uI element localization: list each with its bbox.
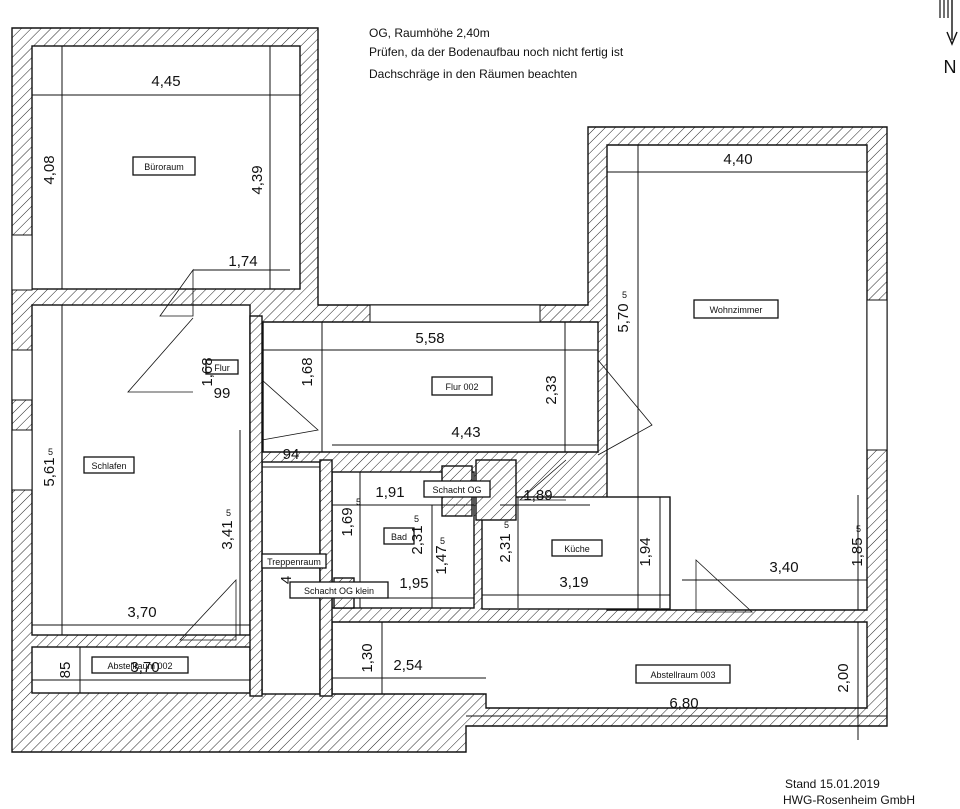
dim-wohn-lower-width: 3,40 <box>769 559 798 576</box>
dim-schlafen-height-right: 3,41 <box>219 520 236 549</box>
superscript: 5 <box>48 447 53 457</box>
dim-abst002-height: 85 <box>57 662 74 679</box>
label-box <box>551 539 603 557</box>
dimension-lines <box>32 46 887 740</box>
north-letter: N <box>944 57 957 77</box>
dim-kueche-left: 2,31 <box>497 533 514 562</box>
label-box <box>289 581 389 599</box>
window <box>11 234 33 291</box>
label-box <box>693 299 779 319</box>
label-bad: Bad <box>391 532 407 542</box>
note-line-3: Dachschräge in den Räumen beachten <box>369 67 578 81</box>
dim-wohn-height: 5,70 <box>615 303 632 332</box>
note-line-2: Prüfen, da der Bodenaufbau noch nicht fe… <box>369 45 624 59</box>
label-schacht-og: Schacht OG <box>432 485 481 495</box>
dim-treppe-width: 94 <box>283 446 300 463</box>
north-arrow-icon <box>939 0 958 46</box>
superscript: 5 <box>226 508 231 518</box>
dim-flur-width: 1,74 <box>228 253 257 270</box>
window <box>11 349 33 401</box>
label-treppenraum: Treppenraum <box>267 557 321 567</box>
superscript: 5 <box>414 514 419 524</box>
stamp-company: HWG-Rosenheim GmbH <box>783 793 916 807</box>
label-wohnzimmer: Wohnzimmer <box>710 305 763 315</box>
label-box <box>423 480 491 498</box>
dim-schlafen-width: 3,70 <box>127 604 156 621</box>
dim-flur-depth: 99 <box>214 385 231 402</box>
room-schlafen <box>31 304 251 636</box>
label-box <box>261 553 327 569</box>
window <box>369 304 541 323</box>
label-flur-002: Flur 002 <box>445 382 478 392</box>
dim-kueche-width: 3,19 <box>559 574 588 591</box>
window <box>11 429 33 491</box>
dim-buero-height-right: 4,39 <box>249 165 266 194</box>
dim-abst003-left: 1,30 <box>359 643 376 672</box>
dim-abst003-top: 2,54 <box>393 657 422 674</box>
label-bueroraum: Büroraum <box>144 162 184 172</box>
window <box>866 299 888 451</box>
door-swing <box>597 359 653 456</box>
dim-flur-height: 1,68 <box>199 357 216 386</box>
dim-buero-height-left: 4,08 <box>41 155 58 184</box>
dim-flur002-height: 1,68 <box>299 357 316 386</box>
room-wohnzimmer <box>606 144 868 611</box>
label-box <box>91 656 189 674</box>
dim-wohn-lower-height: 1,85 <box>849 537 866 566</box>
label-kueche: Küche <box>564 544 590 554</box>
superscript: 5 <box>356 497 361 507</box>
dim-abst002-width: 3,70 <box>130 659 159 676</box>
label-schlafen: Schlafen <box>91 461 126 471</box>
dim-schlafen-height-left: 5,61 <box>41 457 58 486</box>
dim-bad-width: 1,91 <box>375 484 404 501</box>
label-box <box>132 156 196 176</box>
label-schacht-og-klein: Schacht OG klein <box>304 586 374 596</box>
wall-block-c <box>249 315 263 697</box>
dim-flur002-side: 2,33 <box>543 375 560 404</box>
label-flur: Flur <box>214 363 230 373</box>
dim-wohn-width: 4,40 <box>723 151 752 168</box>
dim-abst003-height: 2,00 <box>835 663 852 692</box>
dim-flur002-inner: 4,43 <box>451 424 480 441</box>
door-swing <box>159 268 194 317</box>
note-line-1: OG, Raumhöhe 2,40m <box>369 26 490 40</box>
dim-schacht-width: 1,89 <box>523 487 552 504</box>
dim-kueche-right: 1,94 <box>637 537 654 566</box>
wall-block-b <box>319 459 333 697</box>
door-swing <box>261 379 319 441</box>
dim-flur002-width: 5,58 <box>415 330 444 347</box>
door-swing <box>179 578 237 641</box>
label-abstellraum-002: Abstellraum 002 <box>107 661 172 671</box>
label-box <box>383 527 415 545</box>
label-box <box>431 376 493 396</box>
dim-abst003-width: 6,80 <box>669 695 698 712</box>
door-swing <box>695 559 754 613</box>
dim-bad-bottom: 1,95 <box>399 575 428 592</box>
label-box <box>83 456 135 474</box>
stamp-date: Stand 15.01.2019 <box>785 777 880 791</box>
dim-treppe-num: 4 <box>278 576 295 584</box>
label-abstellraum-003: Abstellraum 003 <box>650 670 715 680</box>
superscript: 5 <box>440 536 445 546</box>
dim-bad-diag: 2,31 <box>409 525 426 554</box>
superscript: 5 <box>622 290 627 300</box>
dim-bad-height: 1,69 <box>339 507 356 536</box>
superscript: 5 <box>504 520 509 530</box>
door-swing <box>518 459 567 501</box>
door-swing <box>127 317 194 393</box>
dim-bad-inner: 1,47 <box>433 545 450 574</box>
superscript: 5 <box>856 524 861 534</box>
dim-buero-width: 4,45 <box>151 73 180 90</box>
label-box <box>635 664 731 684</box>
label-box <box>205 359 239 375</box>
